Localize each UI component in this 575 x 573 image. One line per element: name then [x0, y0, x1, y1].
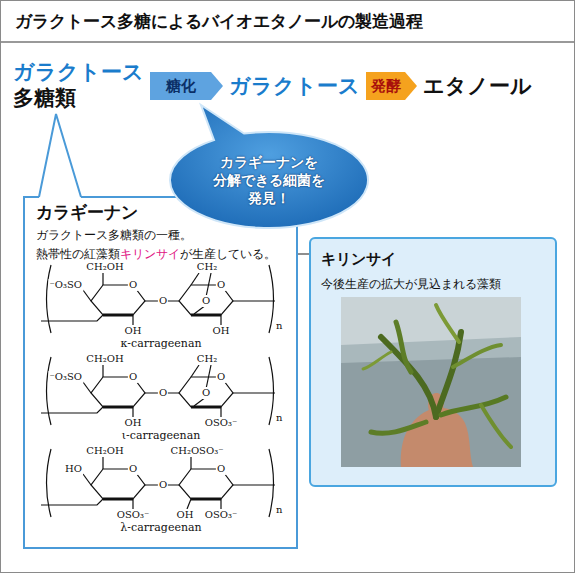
kappa-structure [41, 265, 275, 333]
atom-label: O [128, 463, 138, 475]
node-text: ガラクトース [229, 73, 360, 99]
node-text: 今後生産の拡大が見込まれる藻類 [321, 276, 501, 292]
flow-term: ガラクトース多糖類 [13, 59, 144, 111]
node-text: 熱帯性の紅藻類 [36, 246, 120, 262]
lambda-structure [41, 449, 275, 517]
seaweed-photo [436, 332, 461, 417]
arrow-label: 発酵 [371, 77, 401, 95]
atom-label: ⁻O₃SO [48, 371, 83, 383]
seaweed-photo [341, 337, 521, 363]
atom-label: O [158, 387, 168, 399]
structure-name: ι-carrageenan [121, 429, 202, 442]
atom-label: O [158, 295, 168, 307]
atom-label: OH [124, 417, 143, 429]
atom-label: OH [212, 325, 231, 337]
seaweed-photo [381, 337, 436, 417]
atom-label: OSO₃⁻ [116, 509, 151, 521]
seaweed-photo [453, 345, 501, 367]
title-rule [1, 41, 575, 43]
bubble-shape [170, 105, 368, 228]
atom-label: O [216, 463, 226, 475]
atom-label: O [158, 479, 168, 491]
structure-name: λ-carrageenan [119, 521, 202, 534]
seaweed-photo [371, 422, 426, 433]
box-heading: カラギーナン [36, 202, 138, 222]
atom-label: OH [124, 325, 143, 337]
text-line: 熱帯性の紅藻類キリンサイが生産している。 [36, 243, 285, 262]
atom-label: O [201, 387, 211, 399]
seaweed-photo [363, 305, 511, 447]
box-heading: キリンサイ [321, 249, 396, 269]
atom-label: OSO₃⁻ [204, 509, 239, 521]
seaweed-photo [363, 352, 391, 369]
box-outline [24, 197, 297, 548]
callout-pointer [39, 114, 81, 197]
node-content: カラギーナンを 分解できる細菌を 発見！ [169, 131, 369, 229]
seaweed-photo [436, 305, 459, 342]
node-text: カラギーナンを 分解できる細菌を 発見！ [199, 153, 339, 207]
text-line: 多糖類 [13, 85, 144, 111]
seaweed-photo [341, 297, 521, 345]
process-arrow [366, 72, 417, 100]
text-line: キリンサイ [321, 249, 545, 273]
seaweed-photo [481, 405, 511, 447]
atom-label: OH [176, 509, 195, 521]
text-line: ガラクトース [229, 73, 360, 99]
atom-label: n [275, 320, 283, 332]
iota-structure [41, 357, 275, 425]
text-line: カラギーナンを 分解できる細菌を 発見！ [199, 153, 339, 207]
node-content: キリンサイ今後生産の拡大が見込まれる藻類 [311, 239, 555, 302]
process-arrow [150, 72, 223, 100]
node-content: エタノール [423, 73, 532, 99]
atom-label: CH₂ [196, 261, 218, 273]
structure-name: κ-carrageenan [119, 337, 202, 350]
flow-term: エタノール [423, 73, 532, 99]
node-text: ガラクトース [13, 59, 144, 85]
callout-bubble: カラギーナンを 分解できる細菌を 発見！ [169, 131, 369, 229]
node-content: ガラクトース多糖類 [13, 59, 144, 111]
atom-label: O [216, 371, 226, 383]
node-text: が生産している。 [180, 246, 276, 262]
atom-label: ⁻O₃SO [48, 279, 83, 291]
node-text: エタノール [423, 73, 532, 99]
atom-label: CH₂OSO₃⁻ [170, 445, 225, 457]
atom-label: n [275, 504, 283, 516]
info-box: キリンサイ今後生産の拡大が見込まれる藻類 [309, 237, 557, 487]
atom-label: CH₂OH [85, 353, 124, 365]
atom-label: CH₂OH [85, 445, 124, 457]
atom-label: CH₂OH [85, 261, 124, 273]
atom-label: O [128, 279, 138, 291]
atom-label: CH₂ [196, 353, 218, 365]
atom-label: O [128, 371, 138, 383]
node-text: 多糖類 [13, 85, 76, 111]
atom-label: HO [64, 463, 83, 475]
text-line: エタノール [423, 73, 532, 99]
arrow-label: 糖化 [166, 77, 196, 95]
box-ground [309, 237, 557, 487]
atom-label: OSO₃⁻ [204, 417, 239, 429]
seaweed-photo [341, 297, 521, 467]
atom-label: n [275, 412, 283, 424]
flow-term: ガラクトース [229, 73, 360, 99]
seaweed-photo [396, 322, 411, 372]
node-text: ガラクトース多糖類の一種。 [36, 227, 192, 243]
node-text: キリンサイ [120, 246, 180, 262]
atom-label: O [216, 279, 226, 291]
leader-line [298, 253, 309, 254]
node-content: ガラクトース [229, 73, 360, 99]
text-line: ガラクトース [13, 59, 144, 85]
seaweed-photo [441, 397, 506, 415]
seaweed-photo [341, 297, 521, 467]
atom-label: O [201, 295, 211, 307]
text-line: 今後生産の拡大が見込まれる藻類 [321, 273, 545, 292]
diagram-title: ガラクトース多糖によるバイオエタノールの製造過程 [15, 10, 423, 32]
